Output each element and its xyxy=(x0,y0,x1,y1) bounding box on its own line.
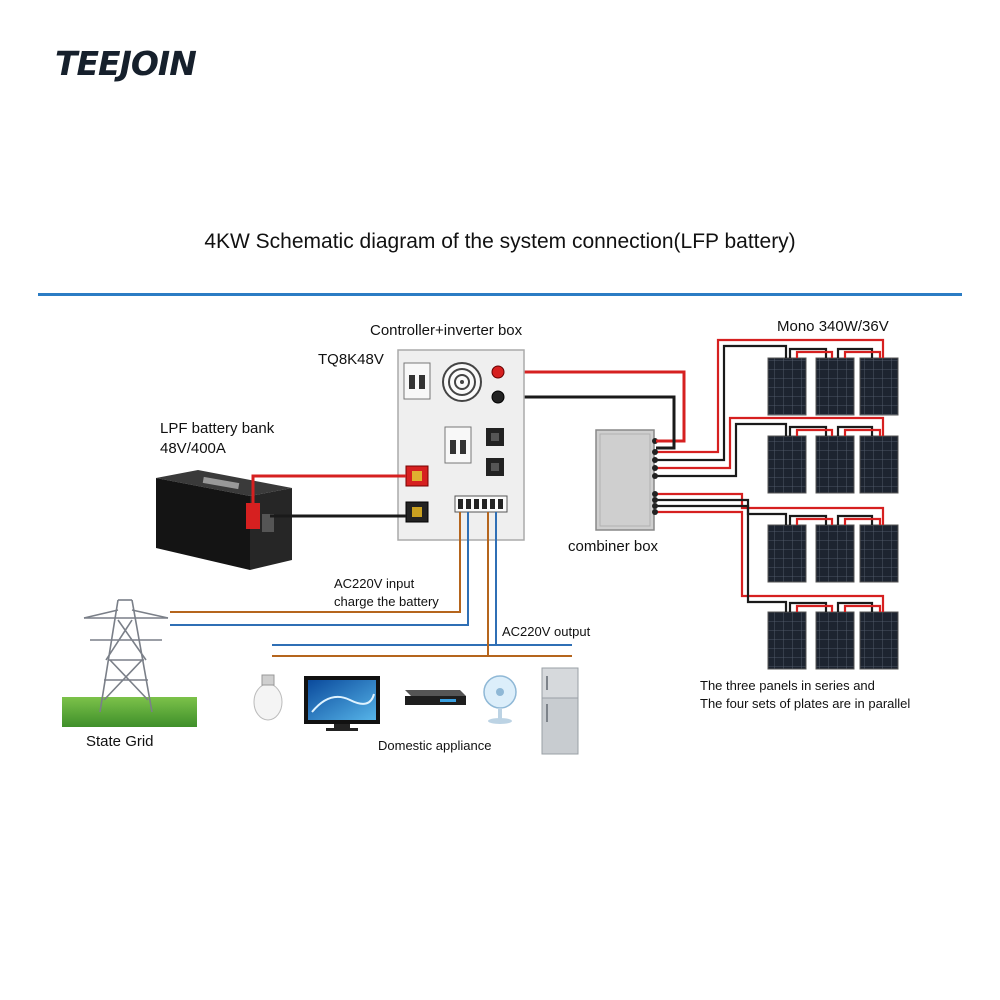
solar-panel-icon xyxy=(859,435,899,494)
panel-row-1 xyxy=(767,357,899,416)
solar-panel-icon xyxy=(815,611,855,670)
appliance-label: Domestic appliance xyxy=(378,738,492,753)
ac-input-line2: charge the battery xyxy=(334,594,439,609)
battery-spec: 48V/400A xyxy=(160,440,226,457)
solar-panel-icon xyxy=(767,611,807,670)
string-leads xyxy=(656,338,885,612)
panels-label: Mono 340W/36V xyxy=(777,318,889,335)
solar-panel-icon xyxy=(767,435,807,494)
battery-cables xyxy=(251,474,406,518)
dvd-player-icon xyxy=(405,690,466,705)
title-divider xyxy=(38,293,962,296)
panels-note-line2: The four sets of plates are in parallel xyxy=(700,696,911,711)
diagram-title: 4KW Schematic diagram of the system conn… xyxy=(204,230,796,253)
pv-positive-terminal xyxy=(491,365,505,379)
solar-panel-icon xyxy=(815,524,855,583)
solar-panel-icon xyxy=(767,357,807,416)
panels-note-line1: The three panels in series and xyxy=(700,678,875,693)
inverter-model: TQ8K48V xyxy=(318,351,384,368)
pv-feed-wires xyxy=(505,370,686,450)
panel-row-2 xyxy=(767,435,899,494)
pv-negative-terminal xyxy=(491,390,505,404)
state-grid-label: State Grid xyxy=(86,733,154,750)
solar-panel-icon xyxy=(815,357,855,416)
solar-panel-icon xyxy=(815,435,855,494)
solar-panel-icon xyxy=(767,524,807,583)
battery-bank-icon xyxy=(156,470,292,570)
light-bulb-icon xyxy=(253,674,283,721)
brand-logo: TEEJOIN xyxy=(55,44,197,83)
combiner-box-icon xyxy=(595,429,658,531)
solar-panel-icon xyxy=(859,524,899,583)
inverter-label: Controller+inverter box xyxy=(370,322,523,339)
solar-panel-icon xyxy=(859,357,899,416)
panel-row-3 xyxy=(767,524,899,583)
solar-array xyxy=(656,338,899,670)
battery-label: LPF battery bank xyxy=(160,420,275,437)
ac-wires xyxy=(170,512,572,657)
solar-panel-icon xyxy=(859,611,899,670)
ac-output-label: AC220V output xyxy=(502,624,591,639)
power-tower-icon xyxy=(62,599,197,727)
fan-icon xyxy=(483,675,517,724)
series-jumpers xyxy=(788,347,882,612)
tv-icon xyxy=(304,676,380,731)
inverter-box-icon xyxy=(397,349,525,541)
fridge-icon xyxy=(541,667,579,755)
panel-row-4 xyxy=(767,611,899,670)
ac-input-line1: AC220V input xyxy=(334,576,415,591)
combiner-label: combiner box xyxy=(568,538,659,555)
